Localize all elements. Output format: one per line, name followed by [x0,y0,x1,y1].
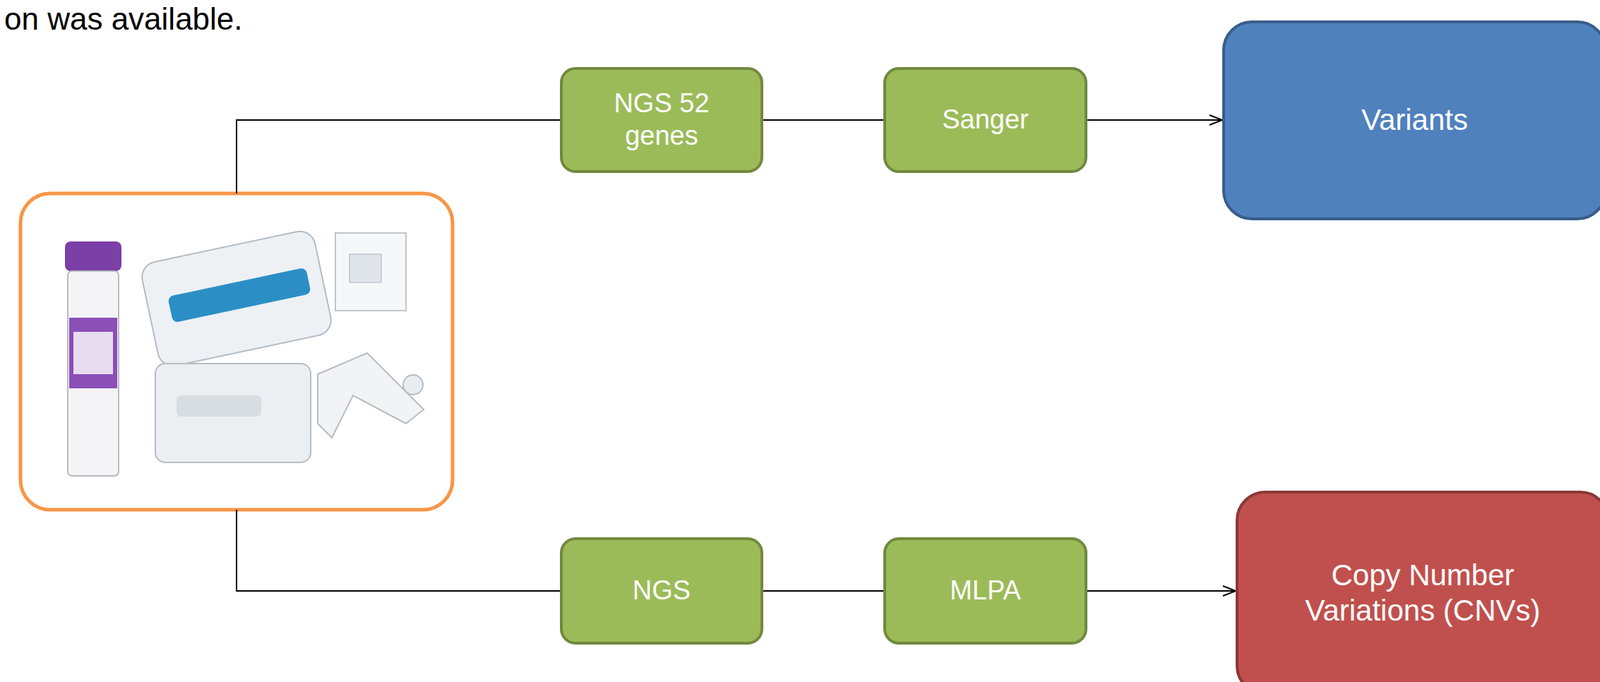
flow-arrow [763,119,884,121]
result-box: Copy Number Variations (CNVs) [1235,490,1600,682]
result-box: Variants [1222,20,1600,221]
flow-arrow [763,590,884,592]
box-label: NGS [632,574,691,608]
box-label: MLPA [949,574,1022,608]
process-box: NGS [559,537,764,645]
note-text: on was available. [4,1,243,37]
box-label: Sanger [941,103,1029,137]
branch-wire [236,509,560,591]
blood-tube [64,241,122,476]
box-label: Copy Number Variations (CNVs) [1288,557,1557,630]
process-box: Sanger [883,67,1088,173]
process-box: MLPA [883,537,1088,645]
box-label: Variants [1361,102,1468,138]
flow-arrow [1087,119,1223,121]
branch-wire [236,120,560,194]
sample-frame [20,193,453,510]
saliva-kit [139,228,424,463]
box-label: NGS 52 genes [600,87,724,152]
process-box: NGS 52 genes [559,67,764,173]
flow-arrow [1087,590,1236,592]
